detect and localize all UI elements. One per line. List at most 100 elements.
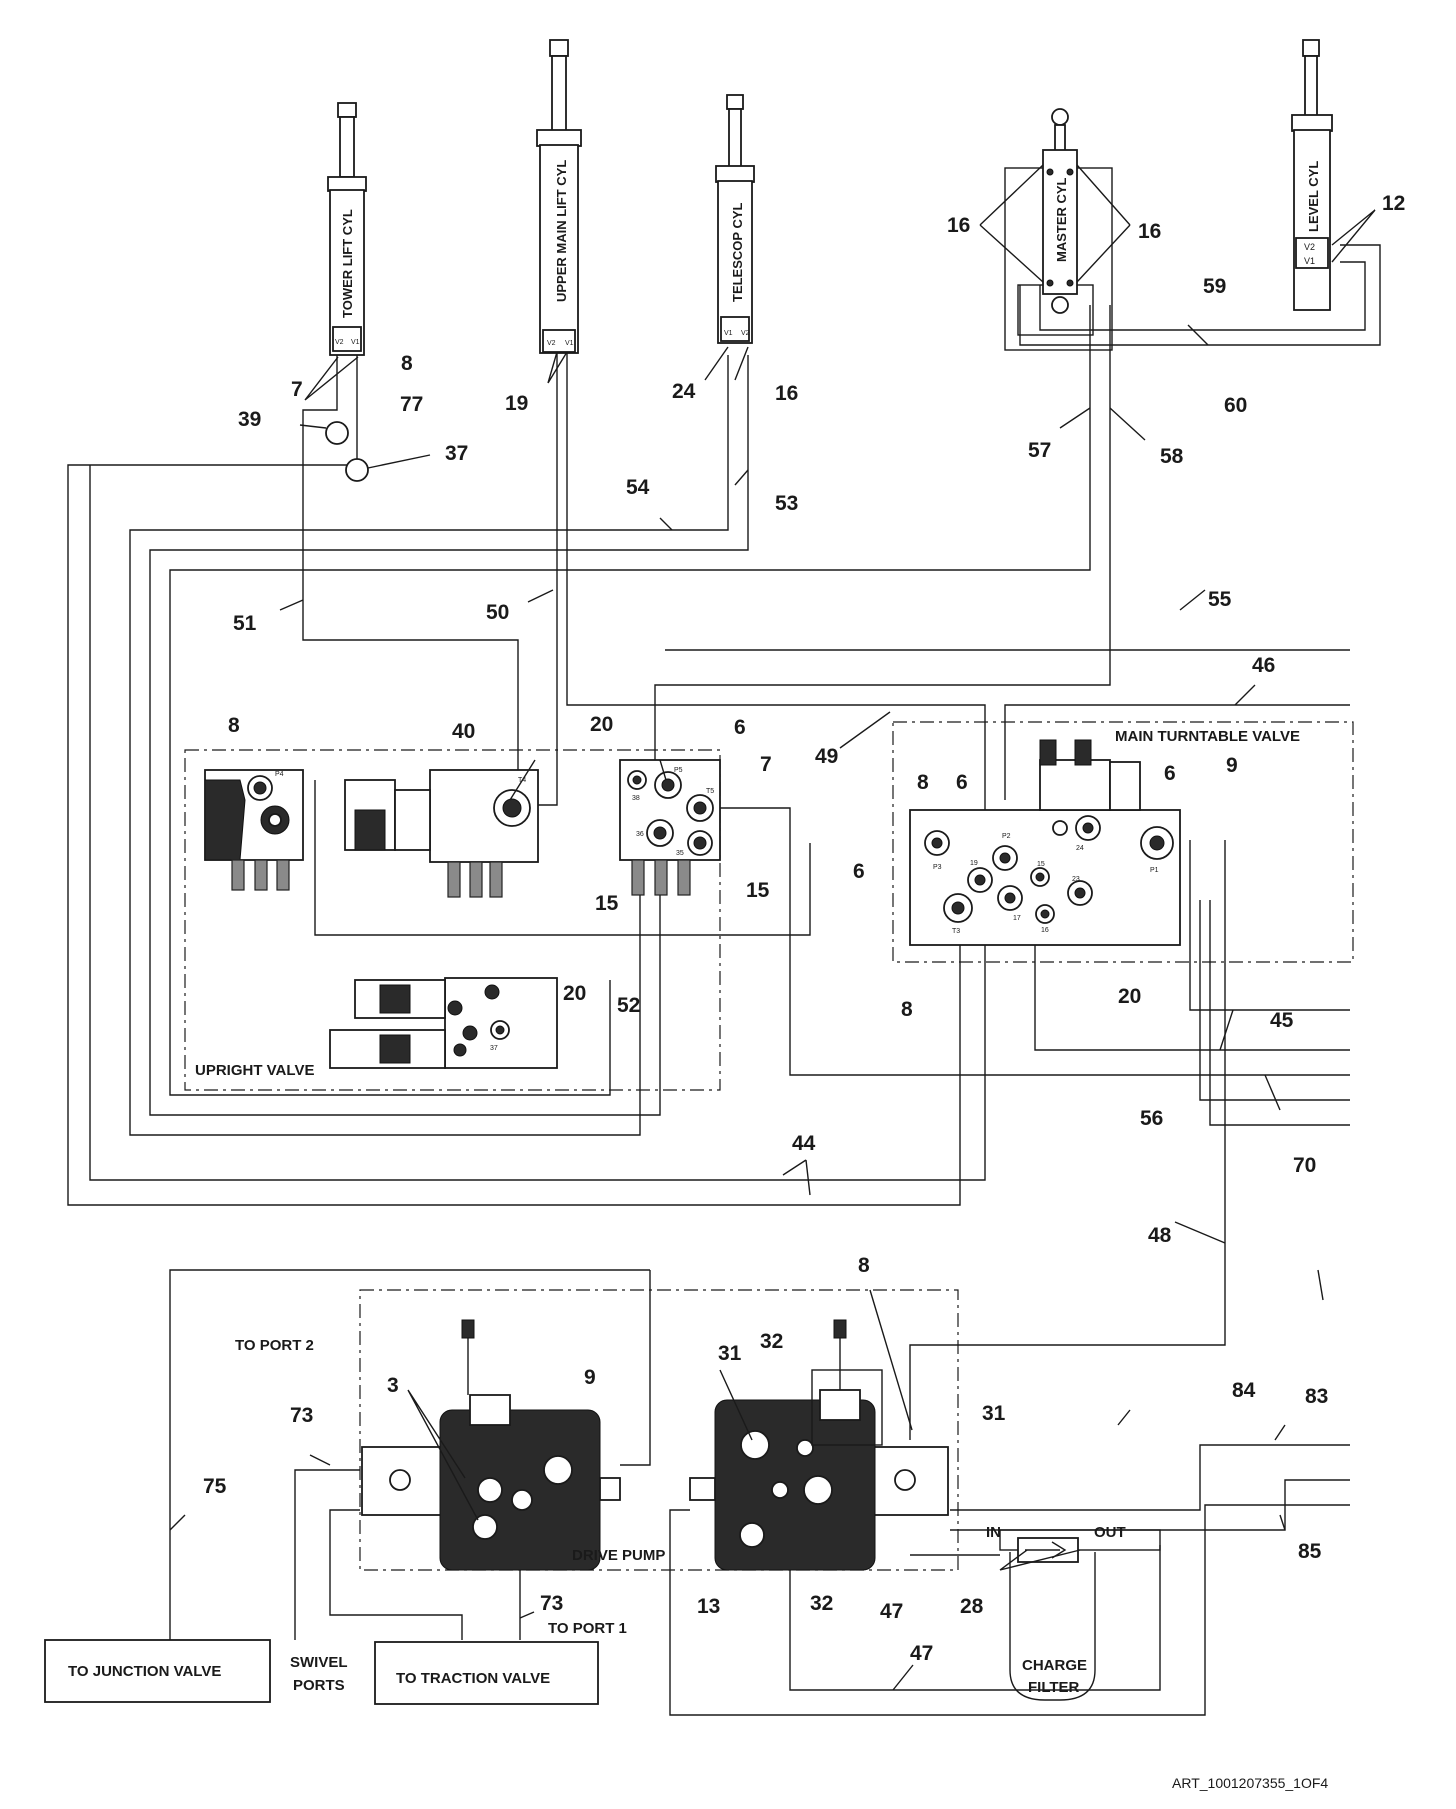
callout-47: 47 xyxy=(910,1642,933,1665)
callout-8: 8 xyxy=(917,771,929,794)
charge-filter-label-2: FILTER xyxy=(1028,1679,1080,1696)
callout-56: 56 xyxy=(1140,1107,1163,1130)
callout-32: 32 xyxy=(760,1330,783,1353)
callout-85: 85 xyxy=(1298,1540,1322,1563)
callout-49: 49 xyxy=(815,745,838,768)
callout-47: 47 xyxy=(880,1600,903,1623)
junction-valve-label: TO JUNCTION VALVE xyxy=(68,1663,221,1680)
svg-text:36: 36 xyxy=(636,831,644,838)
callout-20: 20 xyxy=(1118,985,1141,1008)
filter-out-label: OUT xyxy=(1094,1524,1126,1541)
callout-6: 6 xyxy=(853,860,865,883)
callout-7: 7 xyxy=(291,378,303,401)
swivel-ports-label-1: SWIVEL xyxy=(290,1654,348,1671)
callout-37: 37 xyxy=(445,442,468,465)
callout-48: 48 xyxy=(1148,1224,1172,1247)
callout-31: 31 xyxy=(982,1402,1006,1425)
callout-9: 9 xyxy=(1226,754,1238,777)
callout-59: 59 xyxy=(1203,275,1226,298)
svg-text:15: 15 xyxy=(1037,861,1045,868)
callout-20: 20 xyxy=(590,713,613,736)
to-port-2-label: TO PORT 2 xyxy=(235,1337,314,1354)
callout-8: 8 xyxy=(228,714,240,737)
svg-text:37: 37 xyxy=(490,1045,498,1052)
callout-84: 84 xyxy=(1232,1379,1256,1402)
callout-39: 39 xyxy=(238,408,261,431)
svg-text:V2: V2 xyxy=(547,340,556,347)
svg-text:P5: P5 xyxy=(674,767,683,774)
callout-24: 24 xyxy=(672,380,696,403)
callout-16: 16 xyxy=(947,214,970,237)
callout-54: 54 xyxy=(626,476,650,499)
svg-text:38: 38 xyxy=(632,795,640,802)
main-turntable-valve-label: MAIN TURNTABLE VALVE xyxy=(1115,728,1300,745)
callout-31: 31 xyxy=(718,1342,742,1365)
callout-75: 75 xyxy=(203,1475,227,1498)
junction-valve-box xyxy=(44,1639,271,1703)
tower-lift-cyl-label: TOWER LIFT CYL xyxy=(340,209,355,318)
callout-16: 16 xyxy=(1138,220,1161,243)
callout-13: 13 xyxy=(697,1595,720,1618)
tower-lift-cylinder: TOWER LIFT CYL V2 V1 xyxy=(327,102,367,356)
svg-text:T5: T5 xyxy=(706,788,714,795)
callout-numbers: 8 7 77 39 37 19 24 16 16 16 12 59 60 57 … xyxy=(203,192,1405,1665)
swivel-ports-label-2: PORTS xyxy=(293,1677,345,1694)
svg-text:16: 16 xyxy=(1041,927,1049,934)
callout-77: 77 xyxy=(400,393,423,416)
level-cyl-label: LEVEL CYL xyxy=(1306,161,1321,232)
callout-9: 9 xyxy=(584,1366,596,1389)
callout-53: 53 xyxy=(775,492,798,515)
callout-32: 32 xyxy=(810,1592,833,1615)
callout-83: 83 xyxy=(1305,1385,1328,1408)
callout-40: 40 xyxy=(452,720,475,743)
traction-valve-label: TO TRACTION VALVE xyxy=(396,1670,550,1687)
callout-73: 73 xyxy=(290,1404,313,1427)
callout-15: 15 xyxy=(595,892,619,915)
svg-text:V2: V2 xyxy=(741,330,750,337)
drive-pump-outline xyxy=(359,1289,959,1571)
svg-text:19: 19 xyxy=(970,860,978,867)
callout-28: 28 xyxy=(960,1595,984,1618)
check-valve-39 xyxy=(325,421,349,445)
level-cylinder: LEVEL CYL V2 V1 xyxy=(1291,39,1333,311)
callout-73: 73 xyxy=(540,1592,563,1615)
callout-55: 55 xyxy=(1208,588,1232,611)
callout-7: 7 xyxy=(760,753,772,776)
upright-valve-components: P4 T4 38 P5 T5 36 35 37 xyxy=(204,759,721,1069)
callout-58: 58 xyxy=(1160,445,1184,468)
upright-valve-label: UPRIGHT VALVE xyxy=(195,1062,314,1079)
callout-16: 16 xyxy=(775,382,798,405)
svg-text:T3: T3 xyxy=(952,928,960,935)
svg-text:P4: P4 xyxy=(275,771,284,778)
callout-60: 60 xyxy=(1224,394,1247,417)
callout-52: 52 xyxy=(617,994,640,1017)
callout-6: 6 xyxy=(734,716,746,739)
callout-6: 6 xyxy=(1164,762,1176,785)
callout-8: 8 xyxy=(401,352,413,375)
callout-50: 50 xyxy=(486,601,509,624)
charge-filter-label-1: CHARGE xyxy=(1022,1657,1087,1674)
check-valve-37 xyxy=(345,458,369,482)
svg-text:V1: V1 xyxy=(351,339,360,346)
svg-text:P3: P3 xyxy=(933,864,942,871)
callout-3: 3 xyxy=(387,1374,399,1397)
upper-main-lift-cyl-label: UPPER MAIN LIFT CYL xyxy=(554,160,569,302)
drive-pump xyxy=(361,1319,949,1571)
svg-text:23: 23 xyxy=(1072,876,1080,883)
callout-8: 8 xyxy=(858,1254,870,1277)
callout-51: 51 xyxy=(233,612,257,635)
svg-text:V2: V2 xyxy=(335,339,344,346)
svg-text:V1: V1 xyxy=(565,340,574,347)
callout-45: 45 xyxy=(1270,1009,1294,1032)
callout-8: 8 xyxy=(901,998,913,1021)
telescop-cylinder: TELESCOP CYL V1 V2 xyxy=(715,94,755,344)
callout-15: 15 xyxy=(746,879,770,902)
svg-text:35: 35 xyxy=(676,850,684,857)
master-cyl-label: MASTER CYL xyxy=(1054,177,1069,262)
art-id-label: ART_1001207355_1OF4 xyxy=(1172,1775,1328,1791)
callout-57: 57 xyxy=(1028,439,1051,462)
callout-46: 46 xyxy=(1252,654,1275,677)
charge-filter: CHARGE FILTER IN OUT xyxy=(986,1524,1161,1701)
traction-valve-box xyxy=(374,1641,599,1705)
